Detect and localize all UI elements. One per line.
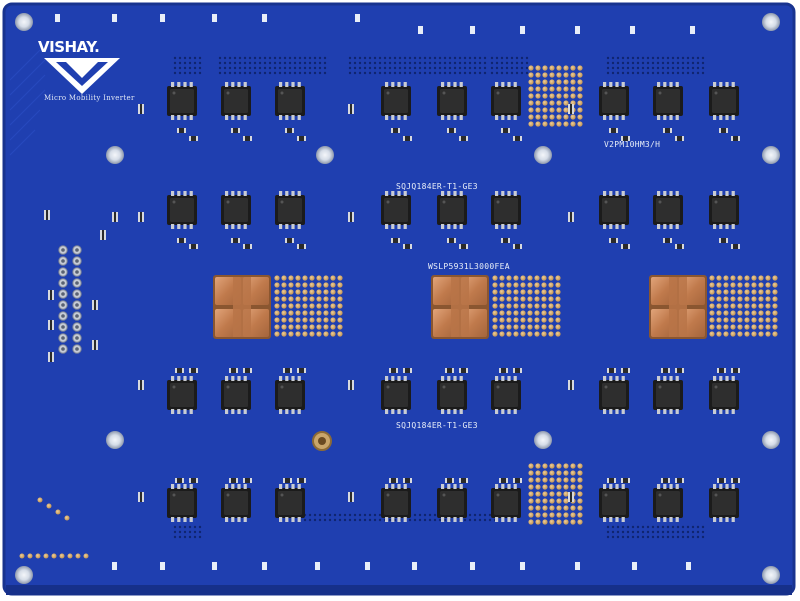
shunt-resistors (213, 275, 707, 339)
mounting-holes (15, 13, 780, 584)
shunt-resistor-part-label: WSLP5931L3000FEA (428, 262, 510, 271)
passive-components (44, 104, 740, 502)
brand-name: VISHAY. (38, 38, 100, 56)
mosfet-packages (167, 82, 739, 522)
hatch-pattern (9, 49, 46, 156)
connector-header (19, 245, 89, 559)
pcb-bottom-edge (6, 585, 792, 595)
mosfet-part-label-bottom: SQJQ184ER-T1-GE3 (396, 421, 478, 430)
mosfet-part-label-top: SQJQ184ER-T1-GE3 (396, 182, 478, 191)
solder-pad-grids (173, 56, 778, 539)
diode-part-label: V2PM10HM3/H (604, 140, 661, 149)
board-title: Micro Mobility Inverter (44, 94, 135, 102)
edge-markers (55, 14, 695, 570)
brand-logo (44, 58, 120, 94)
